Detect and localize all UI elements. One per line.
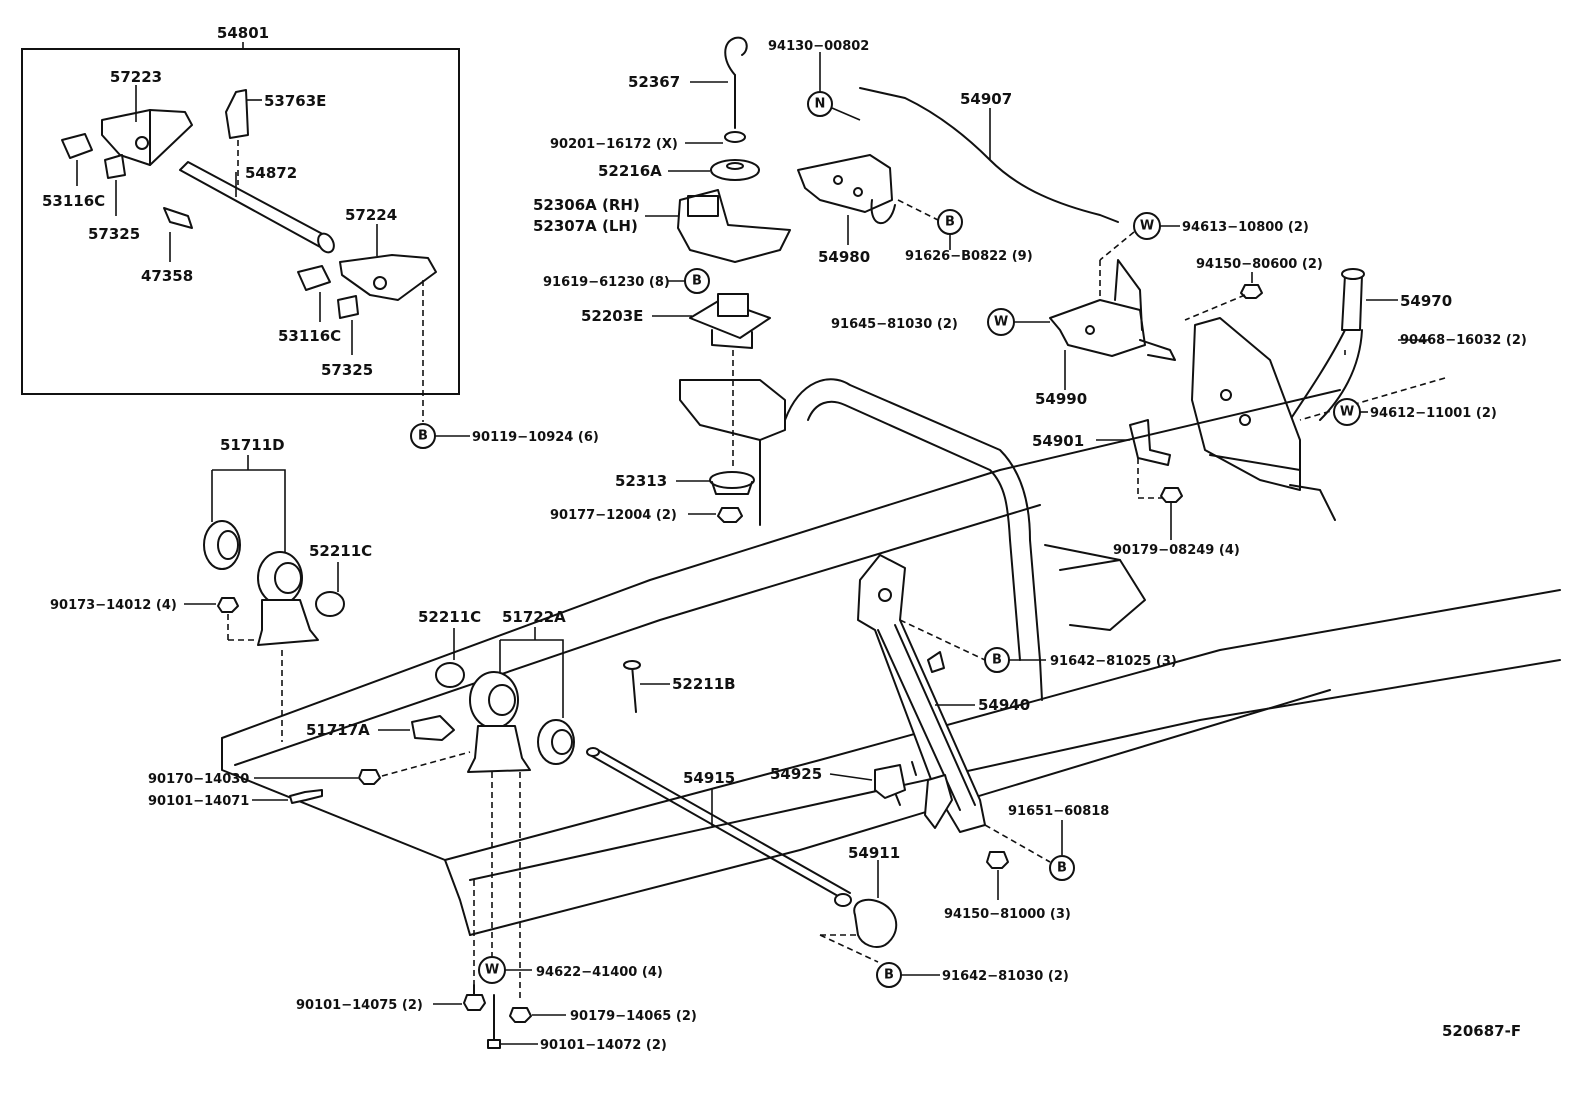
label-52211B: 52211B (672, 675, 736, 693)
label-52216A: 52216A (598, 162, 662, 180)
svg-text:W: W (1140, 219, 1154, 234)
label-94150-81000: 94150−81000 (3) (944, 907, 1071, 922)
svg-text:B: B (692, 274, 702, 289)
label-91642-81025: 91642−81025 (3) (1050, 654, 1177, 669)
label-54990: 54990 (1035, 390, 1087, 408)
label-91626: 91626−B0822 (9) (905, 249, 1033, 264)
inset-54801: 54801 57223 53763E (21, 24, 460, 422)
label-54970: 54970 (1400, 292, 1452, 310)
label-94612: 94612−11001 (2) (1370, 406, 1497, 421)
rod-54915 (589, 749, 851, 901)
svg-text:B: B (418, 429, 428, 444)
label-90170: 90170−14030 (148, 772, 249, 787)
svg-text:W: W (994, 315, 1008, 330)
label-90179-14065: 90179−14065 (2) (570, 1009, 697, 1024)
label-54872: 54872 (245, 164, 297, 182)
latch-54990 (1049, 299, 1146, 357)
handle-54970 (1341, 274, 1363, 331)
label-57325-b: 57325 (321, 361, 373, 379)
lock-54980 (797, 154, 893, 213)
label-54911: 54911 (848, 844, 900, 862)
symbol-w-94612: W (1333, 398, 1361, 426)
label-51711D: 51711D (220, 436, 285, 454)
label-94150-80600: 94150−80600 (2) (1196, 257, 1323, 272)
label-94613: 94613−10800 (2) (1182, 220, 1309, 235)
label-57224: 57224 (345, 206, 397, 224)
symbol-w-94622: W (478, 956, 506, 984)
symbol-w-91645: W (987, 308, 1015, 336)
label-53116C-b: 53116C (278, 327, 341, 345)
svg-text:B: B (884, 968, 894, 983)
label-91619: 91619−61230 (8) (543, 275, 670, 290)
label-94622: 94622−41400 (4) (536, 965, 663, 980)
hook-52367 (724, 36, 748, 76)
label-51722A: 51722A (502, 608, 566, 626)
label-52203E: 52203E (581, 307, 643, 325)
label-54980: 54980 (818, 248, 870, 266)
symbol-n-94130: N (807, 91, 833, 117)
svg-text:W: W (485, 963, 499, 978)
label-90101-14075: 90101−14075 (2) (296, 998, 423, 1013)
symbol-b-91642-81030: B (876, 962, 902, 988)
label-47358: 47358 (141, 267, 193, 285)
label-52211C-a: 52211C (309, 542, 372, 560)
svg-text:B: B (992, 653, 1002, 668)
label-52313: 52313 (615, 472, 667, 490)
label-90173: 90173−14012 (4) (50, 598, 177, 613)
hook-54911 (853, 898, 898, 948)
label-52307A: 52307A (LH) (533, 217, 638, 235)
rod-54907 (859, 87, 1119, 223)
label-90179-08249: 90179−08249 (4) (1113, 543, 1240, 558)
label-90101-14072: 90101−14072 (2) (540, 1038, 667, 1053)
label-91651: 91651−60818 (1008, 804, 1109, 819)
label-52367: 52367 (628, 73, 680, 91)
label-90177: 90177−12004 (2) (550, 508, 677, 523)
svg-text:B: B (945, 215, 955, 230)
label-57325-a: 57325 (88, 225, 140, 243)
bracket-plate (1191, 317, 1301, 491)
label-90101-14071: 90101−14071 (148, 794, 249, 809)
label-53116C-a: 53116C (42, 192, 105, 210)
label-54940: 54940 (978, 696, 1030, 714)
label-91642-81030: 91642−81030 (2) (942, 969, 1069, 984)
label-91645: 91645−81030 (2) (831, 317, 958, 332)
symbol-b-91642-81025: B (984, 647, 1010, 673)
label-54901: 54901 (1032, 432, 1084, 450)
label-90119: 90119−10924 (6) (472, 430, 599, 445)
symbol-b-90119: B (410, 423, 436, 449)
label-54925: 54925 (770, 765, 822, 783)
vehicle-frame (221, 378, 1561, 936)
symbol-w-94613: W (1133, 212, 1161, 240)
label-52306A: 52306A (RH) (533, 196, 640, 214)
label-54907: 54907 (960, 90, 1012, 108)
svg-text:N: N (815, 97, 826, 112)
symbol-b-91619: B (684, 268, 710, 294)
symbol-b-91651: B (1049, 855, 1075, 881)
diagram-code: 520687-F (1442, 1022, 1521, 1040)
label-94130: 94130−00802 (768, 39, 869, 54)
label-57223: 57223 (110, 68, 162, 86)
label-52211C-b: 52211C (418, 608, 481, 626)
label-54915: 54915 (683, 769, 735, 787)
label-90201: 90201−16172 (X) (550, 137, 678, 152)
label-53763E: 53763E (264, 92, 326, 110)
symbol-b-91626: B (937, 209, 963, 235)
label-51717A: 51717A (306, 721, 370, 739)
label-90468: 90468−16032 (2) (1400, 333, 1527, 348)
svg-text:B: B (1057, 861, 1067, 876)
group-label: 54801 (217, 24, 269, 42)
svg-text:W: W (1340, 405, 1354, 420)
